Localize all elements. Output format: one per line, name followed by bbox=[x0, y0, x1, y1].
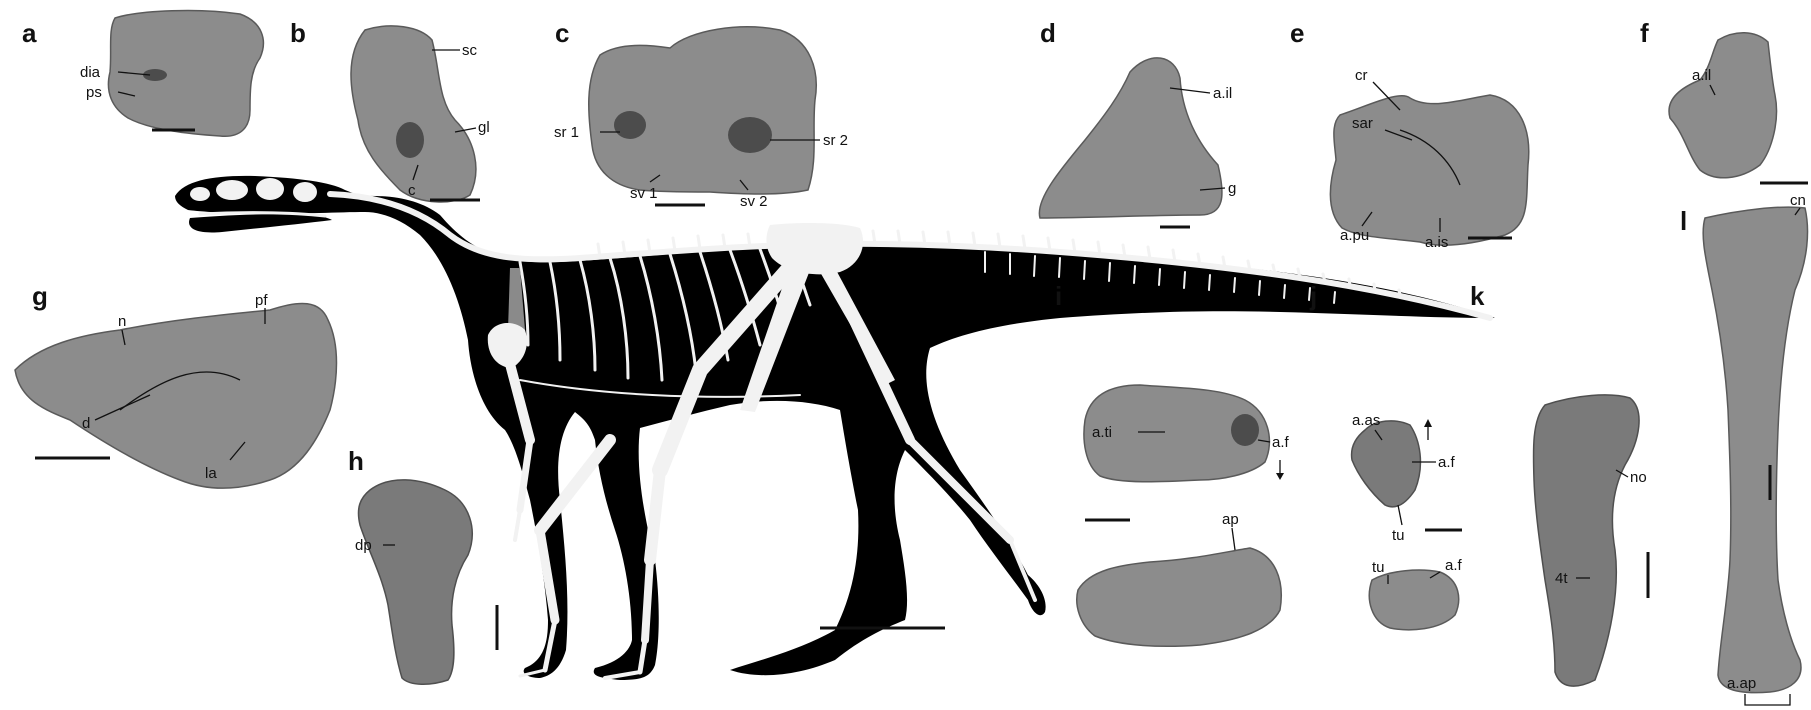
fossil-l bbox=[1703, 207, 1807, 693]
panel-j: j a.as a.f tu tu a.f bbox=[1309, 281, 1463, 630]
leader-line-tu-j bbox=[1398, 505, 1402, 525]
bracket-a-ap bbox=[1745, 694, 1790, 705]
annotation-no: no bbox=[1630, 469, 1647, 486]
annotation-n: n bbox=[118, 313, 126, 330]
fossil-d bbox=[1039, 58, 1222, 218]
annotation-sr-2: sr 2 bbox=[823, 132, 848, 149]
annotation-a-is: a.is bbox=[1425, 234, 1448, 251]
annotation-a-f-j: a.f bbox=[1438, 454, 1456, 471]
panel-d: d a.il g bbox=[1039, 18, 1236, 227]
annotation-4t: 4t bbox=[1555, 570, 1568, 587]
panel-k: k no 4t bbox=[1470, 281, 1648, 686]
panel-label-g: g bbox=[32, 281, 48, 311]
annotation-c: c bbox=[408, 182, 416, 199]
annotation-cr: cr bbox=[1355, 67, 1368, 84]
annotation-ap: ap bbox=[1222, 511, 1239, 528]
annotation-sr-1: sr 1 bbox=[554, 124, 579, 141]
annotation-a-f-j2: a.f bbox=[1445, 557, 1463, 574]
annotation-tu-j: tu bbox=[1392, 527, 1405, 544]
annotation-g: g bbox=[1228, 180, 1236, 197]
annotation-la: la bbox=[205, 465, 217, 482]
annotation-sc: sc bbox=[462, 42, 478, 59]
annotation-a-ti: a.ti bbox=[1092, 424, 1112, 441]
fossil-h bbox=[358, 480, 472, 684]
annotation-sv-2: sv 2 bbox=[740, 193, 768, 210]
annotation-a-il-f: a.il bbox=[1692, 67, 1711, 84]
annotation-tu-j2: tu bbox=[1372, 559, 1385, 576]
annotation-a-pu: a.pu bbox=[1340, 227, 1369, 244]
arrow-head-j bbox=[1424, 419, 1432, 427]
arrow-head-i bbox=[1276, 473, 1284, 480]
annotation-a-as: a.as bbox=[1352, 412, 1380, 429]
panel-g: g n pf d la bbox=[15, 281, 337, 488]
fossil-c-sacral-rib-2 bbox=[728, 117, 772, 153]
annotation-cn: cn bbox=[1790, 192, 1806, 209]
panel-label-b: b bbox=[290, 18, 306, 48]
fossil-f bbox=[1669, 33, 1776, 178]
annotation-a-il-d: a.il bbox=[1213, 85, 1232, 102]
antorbital-fenestra bbox=[216, 180, 248, 200]
annotation-dp: dp bbox=[355, 537, 372, 554]
panel-label-c: c bbox=[555, 18, 569, 48]
fossil-g bbox=[15, 303, 337, 488]
panel-i: i a.ti a.f ap bbox=[1055, 281, 1290, 646]
panel-label-i: i bbox=[1055, 281, 1062, 311]
annotation-sar: sar bbox=[1352, 115, 1373, 132]
fossil-b bbox=[351, 26, 476, 202]
fossil-k bbox=[1533, 395, 1639, 686]
annotation-pf: pf bbox=[255, 292, 268, 309]
leader-line-ap bbox=[1232, 528, 1235, 550]
skeletal-reconstruction bbox=[175, 176, 1495, 680]
annotation-dia: dia bbox=[80, 64, 101, 81]
panel-label-f: f bbox=[1640, 18, 1649, 48]
annotation-sv-1: sv 1 bbox=[630, 185, 658, 202]
orbit-opening bbox=[256, 178, 284, 200]
annotation-gl: gl bbox=[478, 119, 490, 136]
panel-label-j: j bbox=[1309, 281, 1317, 311]
panel-label-l: l bbox=[1680, 206, 1687, 236]
panel-c: c sr 1 sr 2 sv 1 sv 2 bbox=[554, 18, 848, 210]
temporal-fenestra bbox=[293, 182, 317, 202]
annotation-d: d bbox=[82, 415, 90, 432]
fossil-b-glenoid bbox=[396, 122, 424, 158]
lower-jaw bbox=[189, 214, 332, 232]
fossil-c bbox=[589, 27, 816, 194]
panel-label-e: e bbox=[1290, 18, 1304, 48]
panel-b: b sc gl c bbox=[290, 18, 490, 202]
panel-h: h dp bbox=[348, 446, 497, 684]
annotation-ps: ps bbox=[86, 84, 102, 101]
fossil-j-view-1 bbox=[1352, 421, 1421, 507]
panel-label-d: d bbox=[1040, 18, 1056, 48]
fossil-i-view-2 bbox=[1077, 548, 1281, 646]
annotation-a-ap: a.ap bbox=[1727, 675, 1756, 692]
naris-opening bbox=[190, 187, 210, 201]
panel-e: e cr sar a.pu a.is bbox=[1290, 18, 1529, 251]
fossil-j-view-2 bbox=[1369, 570, 1458, 630]
annotation-a-f-i: a.f bbox=[1272, 434, 1290, 451]
fossil-c-sacral-rib-1 bbox=[614, 111, 646, 139]
panel-f: f a.il bbox=[1640, 18, 1808, 183]
panel-label-a: a bbox=[22, 18, 37, 48]
panel-a: a dia ps bbox=[22, 11, 263, 137]
panel-l: l cn a.ap bbox=[1680, 192, 1808, 705]
fossil-i-fibular-facet bbox=[1231, 414, 1259, 446]
panel-label-k: k bbox=[1470, 281, 1485, 311]
panel-label-h: h bbox=[348, 446, 364, 476]
